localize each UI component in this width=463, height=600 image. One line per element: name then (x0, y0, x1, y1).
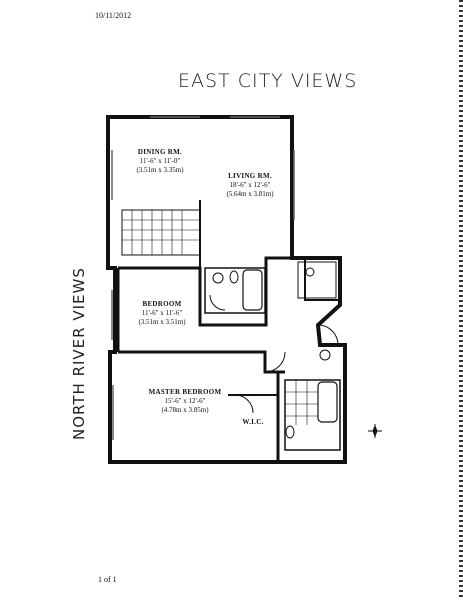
toilet (285, 425, 295, 439)
sink (305, 267, 315, 277)
room-dimensions-m: (3.51m x 3.35m) (136, 166, 184, 174)
interior-wall (304, 258, 340, 301)
living-room-label: LIVING RM. 18'-6" x 12'-6" (5.64m x 3.81… (205, 172, 295, 199)
room-name: BEDROOM (142, 300, 182, 308)
interior-wall (118, 350, 285, 374)
sink (212, 272, 224, 284)
room-dimensions-ft: 18'-6" x 12'-6" (229, 181, 271, 189)
outer-wall (106, 115, 347, 464)
bath-one (204, 267, 266, 314)
room-dimensions-m: (3.51m x 3.51m) (138, 318, 186, 326)
toilet (229, 270, 239, 284)
room-dimensions-ft: 15'-6" x 12'-6" (164, 397, 206, 405)
kitchen-tile (121, 209, 201, 256)
room-name: W.I.C. (242, 418, 264, 426)
bathtub (317, 381, 338, 423)
page-number: 1 of 1 (98, 575, 117, 584)
closet (297, 261, 337, 299)
compass-rose (368, 424, 382, 438)
interior-wall (118, 256, 292, 327)
print-date: 10/11/2012 (95, 11, 132, 20)
room-dimensions-ft: 11'-6" x 11'-0" (139, 157, 181, 165)
room-dimensions-m: (4.78m x 3.85m) (161, 406, 209, 414)
door-swing (264, 351, 286, 373)
bath-tile-grid (285, 380, 318, 425)
window (111, 116, 295, 440)
kitchen-tile-grid (122, 210, 200, 255)
scan-edge (459, 0, 463, 600)
bedroom-label: BEDROOM 11'-6" x 11'-6" (3.51m x 3.51m) (118, 300, 206, 327)
sink (319, 349, 331, 361)
master-bedroom-label: MASTER BEDROOM 15'-6" x 12'-6" (4.78m x … (130, 388, 240, 415)
door-swing (234, 394, 254, 414)
dining-room-label: DINING RM. 11'-6" x 11'-0" (3.51m x 3.35… (115, 148, 205, 175)
door-swing (209, 294, 226, 311)
bath-two (284, 379, 341, 451)
door-swing (317, 324, 339, 346)
walk-in-closet-label: W.I.C. (238, 418, 268, 427)
room-dimensions-m: (5.64m x 3.81m) (226, 190, 274, 198)
bathtub (242, 269, 263, 311)
room-name: LIVING RM. (228, 172, 272, 180)
east-city-views-note: EAST CITY VIEWS (178, 70, 358, 92)
room-name: DINING RM. (137, 148, 183, 156)
room-dimensions-ft: 11'-6" x 11'-6" (141, 309, 183, 317)
room-name: MASTER BEDROOM (148, 388, 222, 396)
